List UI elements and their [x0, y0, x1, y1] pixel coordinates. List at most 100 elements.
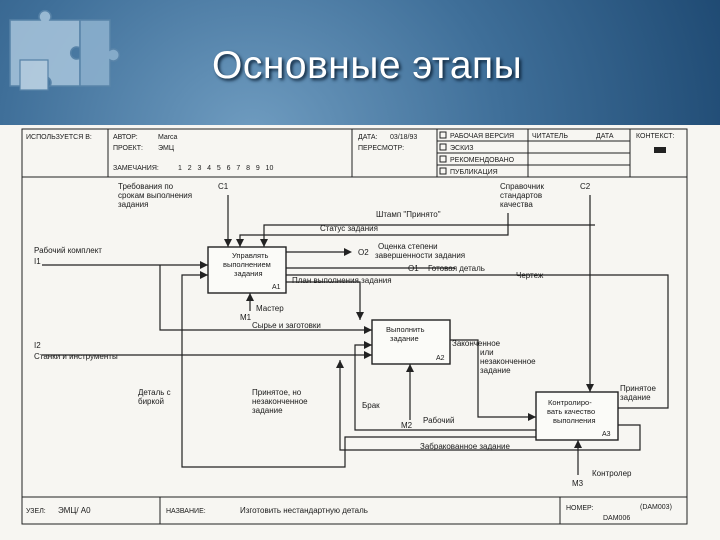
label-raw: Сырье и заготовки	[252, 321, 321, 330]
label-acc-line1: Принятое, но	[252, 388, 302, 397]
arrow-drawing-feedback	[286, 274, 669, 409]
label-ref-line1: Справочник	[500, 182, 544, 191]
name-value: Изготовить нестандартную деталь	[240, 506, 368, 515]
status-sketch: ЭСКИЗ	[450, 145, 473, 152]
label-accepted-line2: задание	[620, 393, 651, 402]
label-m2: M2	[401, 421, 413, 430]
slide-title: Основные этапы	[212, 44, 523, 87]
label-acc-line3: задание	[252, 406, 283, 415]
arrowhead	[344, 248, 352, 256]
arrowhead	[236, 239, 244, 247]
label-master: Мастер	[256, 304, 284, 313]
label-req-line2: срокам выполнения	[118, 191, 192, 200]
box-a1-id: A1	[272, 284, 281, 291]
box-a3-id: A3	[602, 431, 611, 438]
label-tag-line2: биркой	[138, 397, 164, 406]
label-o2: O2	[358, 248, 369, 257]
label-defect: Брак	[362, 401, 380, 410]
box-a1-line3: задания	[234, 269, 263, 278]
status-checkbox	[439, 143, 447, 151]
label-req-line3: задания	[118, 200, 148, 209]
status-checkbox	[439, 155, 447, 163]
arrowhead	[246, 293, 254, 301]
label-stamp: Штамп "Принято"	[376, 210, 441, 219]
label-m3: M3	[572, 479, 584, 488]
label-o1: O1	[408, 264, 419, 273]
box-a3-line3: выполнения	[553, 416, 596, 425]
label-status: Статус задания	[320, 224, 378, 233]
box-a3-line1: Контролиро-	[548, 398, 592, 407]
label-i2: I2	[34, 341, 41, 350]
number-value-1: (DAM003)	[640, 504, 672, 511]
label-ref-line3: качества	[500, 200, 533, 209]
arrowhead	[336, 360, 344, 368]
label-machines: Станки и инструменты	[34, 352, 118, 361]
status-working: РАБОЧАЯ ВЕРСИЯ	[450, 133, 514, 140]
arrowhead	[200, 271, 208, 279]
label-ready: Готовая деталь	[428, 264, 485, 273]
reader-date-label: ДАТА	[596, 133, 614, 140]
box-a2-line2: задание	[390, 334, 419, 343]
author-value: Marca	[158, 134, 178, 141]
label-req-line1: Требования по	[118, 182, 174, 191]
box-a1	[207, 246, 287, 294]
label-eval-line2: завершенности задания	[375, 251, 465, 260]
arrow-raw-material	[159, 265, 372, 331]
arrowhead	[260, 239, 268, 247]
date-label: ДАТА:	[358, 134, 378, 141]
arrow-plan	[286, 281, 361, 320]
idef0-diagram: ИСПОЛЬЗУЕТСЯ В: АВТОР: Marca ПРОЕКТ: ЭМЦ…	[21, 128, 688, 525]
puzzle-logo	[9, 10, 120, 91]
label-fin-line2: или	[480, 348, 494, 357]
arrow-tagged-part	[181, 274, 536, 468]
label-drawing: Чертеж	[516, 271, 544, 280]
label-fin-line4: задание	[480, 366, 511, 375]
node-value: ЭМЦ/ А0	[58, 506, 91, 515]
label-worker: Рабочий	[423, 416, 454, 425]
diagram-frame	[21, 128, 688, 525]
number-value-2: DAM006	[603, 515, 630, 522]
status-recommended: РЕКОМЕНДОВАНО	[450, 157, 515, 164]
arrowhead	[364, 351, 372, 359]
arrowhead	[574, 440, 582, 448]
box-a1-line2: выполнением	[223, 260, 271, 269]
box-a3	[535, 391, 619, 441]
status-published: ПУБЛИКАЦИЯ	[450, 169, 498, 176]
arrowhead	[364, 341, 372, 349]
box-a2-id: A2	[436, 355, 445, 362]
arrowhead	[356, 312, 364, 320]
author-label: АВТОР:	[113, 134, 138, 141]
project-label: ПРОЕКТ:	[113, 145, 143, 152]
label-c2: C2	[580, 182, 591, 191]
label-ref-line2: стандартов	[500, 191, 542, 200]
arrowhead	[406, 364, 414, 372]
box-a2-line1: Выполнить	[386, 325, 425, 334]
arrow-finished	[450, 339, 536, 418]
label-acc-line2: незаконченное	[252, 397, 308, 406]
label-accepted-line1: Принятое	[620, 384, 656, 393]
label-m1: M1	[240, 313, 252, 322]
arrowhead	[364, 326, 372, 334]
label-tag-line1: Деталь с	[138, 388, 171, 397]
label-i1: I1	[34, 257, 41, 266]
arrowhead	[200, 261, 208, 269]
project-value: ЭМЦ	[158, 145, 175, 152]
arrowhead	[528, 413, 536, 421]
date-value: 03/18/93	[390, 134, 417, 141]
label-plan: План выполнения задания	[292, 276, 392, 285]
context-label: КОНТЕКСТ:	[636, 133, 675, 140]
notes-value: 1 2 3 4 5 6 7 8 9 10	[178, 165, 273, 172]
node-label: УЗЕЛ:	[26, 508, 46, 515]
label-c1: C1	[218, 182, 229, 191]
label-eval-line1: Оценка степени	[378, 242, 438, 251]
revision-label: ПЕРЕСМОТР:	[358, 145, 404, 152]
notes-label: ЗАМЕЧАНИЯ:	[113, 165, 159, 172]
reader-label: ЧИТАТЕЛЬ	[532, 133, 568, 140]
idef0-diagram-document: ИСПОЛЬЗУЕТСЯ В: АВТОР: Marca ПРОЕКТ: ЭМЦ…	[0, 125, 720, 540]
arrowhead	[586, 384, 594, 392]
arrowhead	[224, 239, 232, 247]
arrow-rejected	[339, 360, 641, 451]
status-checkbox	[439, 167, 447, 175]
label-controller: Контролер	[592, 469, 632, 478]
arrow-accepted-unfinished	[354, 344, 536, 431]
